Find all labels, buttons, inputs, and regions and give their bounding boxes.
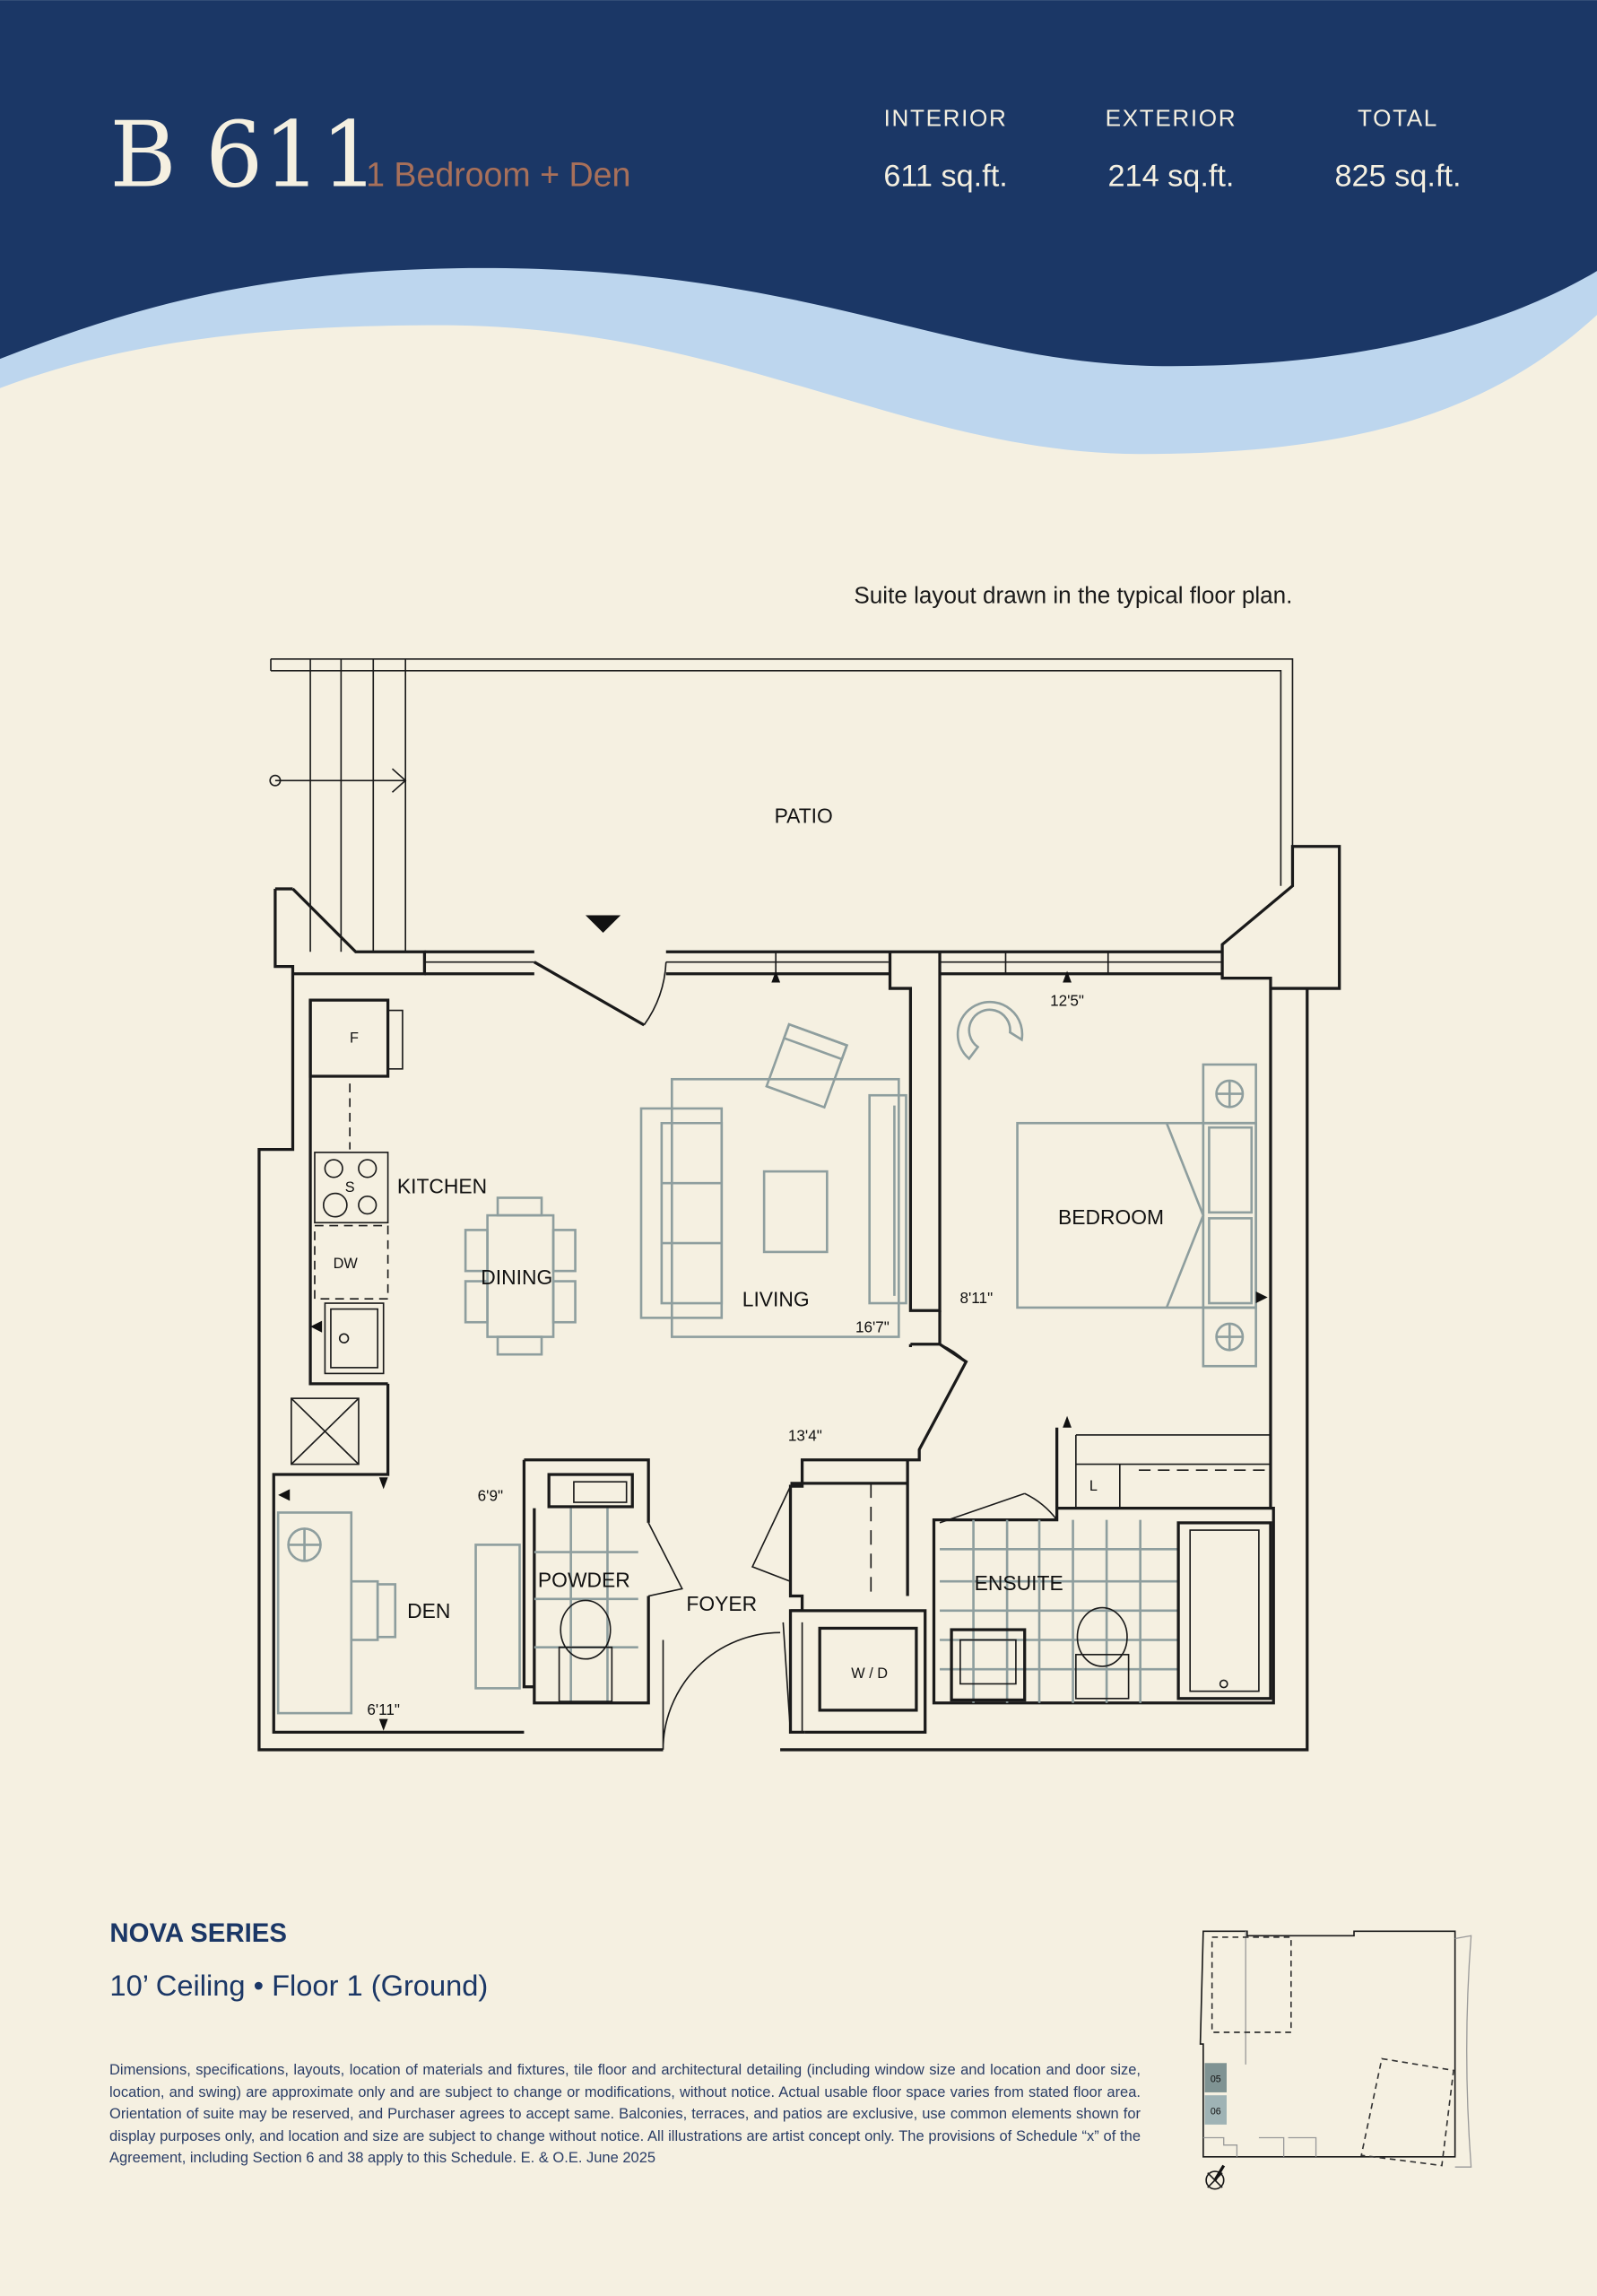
stat-label-total: TOTAL bbox=[1358, 105, 1438, 132]
room-label-kitchen: KITCHEN bbox=[397, 1175, 487, 1198]
sink bbox=[324, 1302, 385, 1375]
den-furniture bbox=[276, 1477, 521, 1731]
unit-type: 1 Bedroom + Den bbox=[366, 155, 630, 193]
exterior-walls bbox=[257, 845, 1341, 1752]
series-title: NOVA SERIES bbox=[109, 1918, 287, 1948]
label-dishwasher: DW bbox=[334, 1256, 359, 1272]
keyplan-unit-05 bbox=[1204, 2063, 1227, 2092]
dishwasher bbox=[314, 1224, 389, 1300]
stat-label-interior: INTERIOR bbox=[884, 105, 1008, 132]
page-body-bg bbox=[0, 315, 1597, 2296]
ceiling-floor-info: 10’ Ceiling • Floor 1 (Ground) bbox=[109, 1969, 488, 2002]
stat-value-interior: 611 sq.ft. bbox=[883, 159, 1007, 193]
room-label-ensuite: ENSUITE bbox=[975, 1571, 1063, 1595]
room-label-powder: POWDER bbox=[538, 1569, 630, 1592]
stove bbox=[314, 1152, 389, 1224]
room-label-dining: DINING bbox=[481, 1265, 552, 1289]
dim-living-width: 13'4" bbox=[788, 1426, 822, 1444]
dim-den-depth: 6'9" bbox=[478, 1486, 503, 1504]
stat-value-total: 825 sq.ft. bbox=[1335, 159, 1462, 193]
layout-note: Suite layout drawn in the typical floor … bbox=[854, 582, 1292, 609]
header-band bbox=[0, 0, 1597, 367]
ensuite-fixtures bbox=[940, 1519, 1272, 1703]
dim-living-depth: 16'7" bbox=[855, 1318, 890, 1336]
area-stats: INTERIOR 611 sq.ft. EXTERIOR 214 sq.ft. … bbox=[883, 105, 1461, 194]
stat-label-exterior: EXTERIOR bbox=[1106, 105, 1237, 132]
powder-fixtures bbox=[534, 1473, 638, 1702]
label-linen: L bbox=[1089, 1478, 1098, 1494]
keyplan-label-05: 05 bbox=[1211, 2074, 1221, 2085]
room-label-patio: PATIO bbox=[775, 804, 833, 828]
dim-bedroom-width: 12'5" bbox=[1050, 992, 1084, 1010]
unit-title: B 611 bbox=[109, 101, 378, 207]
dim-bedroom-depth: 8'11" bbox=[960, 1289, 994, 1307]
dim-den-width: 6'11" bbox=[367, 1700, 400, 1718]
dining-table bbox=[464, 1196, 577, 1356]
interior-walls bbox=[272, 952, 1275, 1750]
legal-disclaimer: Dimensions, specifications, layouts, loc… bbox=[109, 2062, 1141, 2166]
kitchen-fixtures bbox=[291, 998, 404, 1465]
keyplan-label-06: 06 bbox=[1211, 2106, 1221, 2117]
room-label-foyer: FOYER bbox=[686, 1592, 757, 1615]
key-plan: 05 06 bbox=[1199, 1930, 1472, 2190]
washer-dryer bbox=[818, 1626, 918, 1712]
mechanical-box bbox=[291, 1397, 360, 1465]
floor-plan: PATIO KITCHEN DINING LIVING BEDROOM DEN … bbox=[257, 657, 1341, 1752]
patio-outline bbox=[269, 657, 1294, 952]
stat-value-exterior: 214 sq.ft. bbox=[1107, 159, 1234, 193]
north-compass-icon bbox=[1205, 2164, 1226, 2190]
windows bbox=[424, 950, 1223, 1027]
living-furniture bbox=[639, 1022, 907, 1338]
label-stove: S bbox=[345, 1179, 355, 1196]
fridge bbox=[308, 998, 390, 1078]
room-label-den: DEN bbox=[407, 1599, 450, 1622]
keyplan-unit-06 bbox=[1204, 2095, 1227, 2125]
label-fridge: F bbox=[350, 1030, 359, 1046]
bedroom-furniture bbox=[956, 1000, 1268, 1428]
room-label-living: LIVING bbox=[742, 1287, 810, 1310]
entry-arrow-icon bbox=[585, 915, 621, 934]
room-label-bedroom: BEDROOM bbox=[1058, 1205, 1164, 1229]
room-label-wd: W / D bbox=[851, 1665, 888, 1682]
